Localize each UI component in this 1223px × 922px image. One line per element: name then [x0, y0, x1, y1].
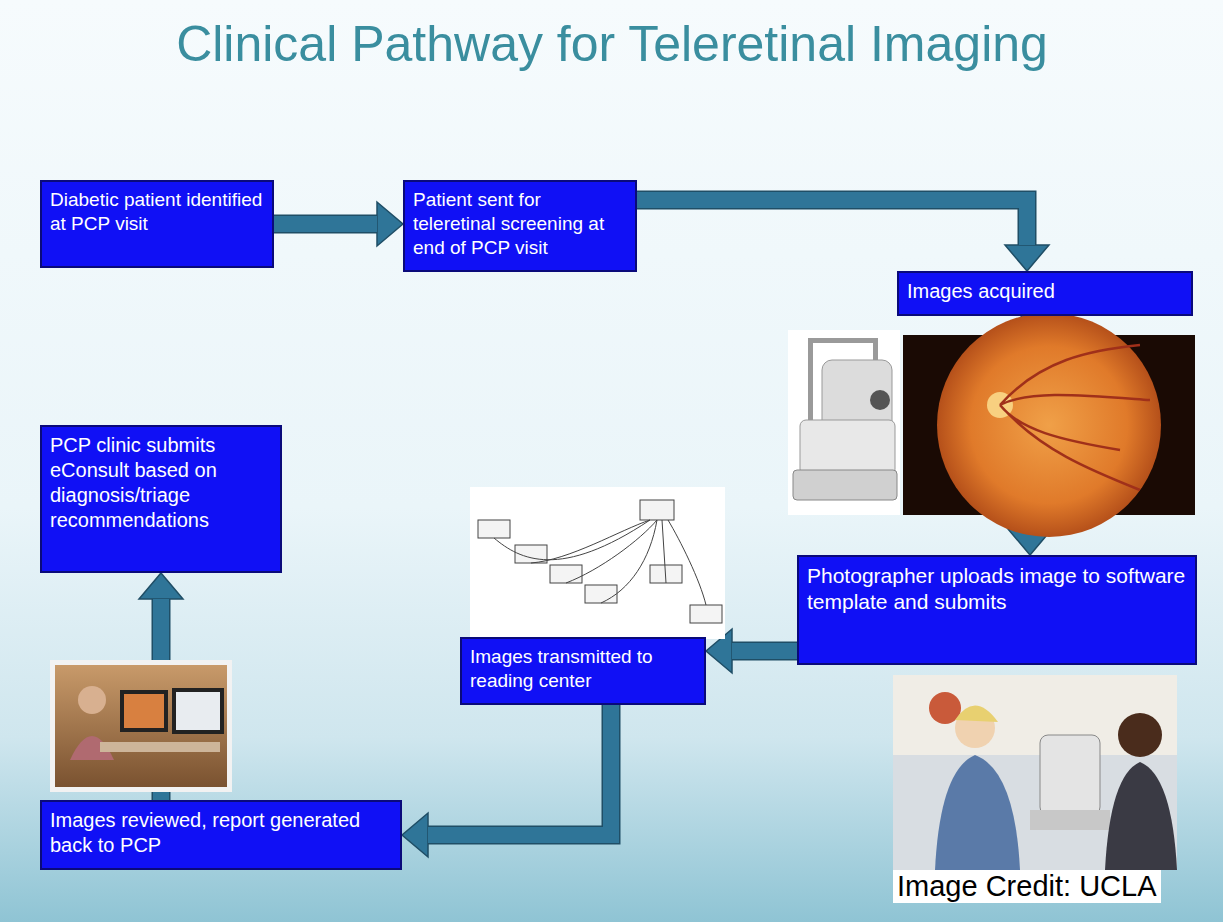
photographer-photo [893, 675, 1177, 870]
box-text: Images transmitted to reading center [470, 645, 696, 693]
process-box: Images reviewed, report generated back t… [40, 800, 402, 870]
box-text: Photographer uploads image to software t… [807, 563, 1187, 616]
flow-arrow [637, 200, 1049, 271]
network-picture [470, 487, 725, 639]
process-box: PCP clinic submits eConsult based on dia… [40, 425, 282, 573]
diagram-title: Clinical Pathway for Teleretinal Imaging [172, 16, 1052, 72]
flow-arrow [274, 202, 403, 246]
box-text: Images reviewed, report generated back t… [50, 808, 392, 858]
process-box: Diabetic patient identified at PCP visit [40, 180, 274, 268]
fundus-camera [788, 330, 900, 515]
flow-arrow [402, 705, 611, 857]
fundus-photo [903, 313, 1195, 537]
process-box: Images transmitted to reading center [460, 637, 706, 705]
credit-note: Image Credit: UCLA [893, 870, 1161, 903]
reader-photo [50, 660, 232, 792]
box-text: Patient sent for teleretinal screening a… [413, 188, 627, 259]
process-box: Patient sent for teleretinal screening a… [403, 180, 637, 272]
box-text: PCP clinic submits eConsult based on dia… [50, 433, 272, 533]
process-box: Images acquired [897, 271, 1193, 316]
box-text: Images acquired [907, 279, 1183, 304]
process-box: Photographer uploads image to software t… [797, 555, 1197, 665]
box-text: Diabetic patient identified at PCP visit [50, 188, 264, 236]
